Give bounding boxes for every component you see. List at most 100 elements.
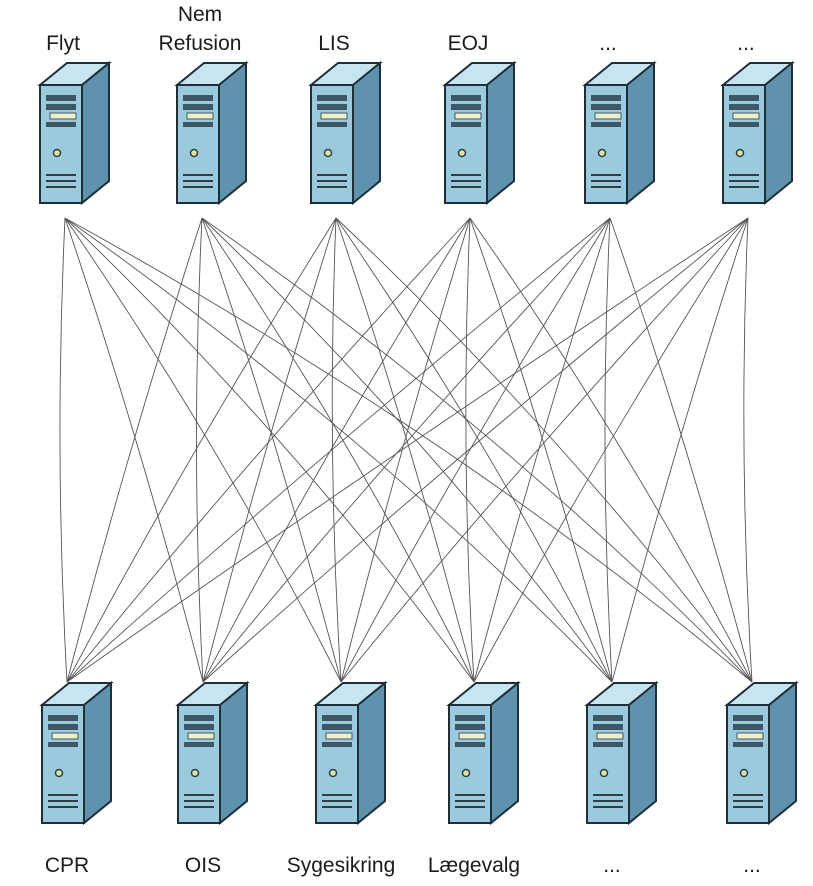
drive-bay bbox=[733, 724, 763, 730]
bottom-server-6 bbox=[724, 680, 799, 826]
connection-top4-bottom6 bbox=[469, 217, 753, 683]
power-led-icon bbox=[457, 148, 467, 158]
power-led-icon bbox=[599, 768, 609, 778]
top-server-3 bbox=[308, 60, 383, 206]
label-line: Sygesikring bbox=[287, 854, 396, 877]
label-line: OIS bbox=[185, 854, 221, 877]
server-side-face bbox=[490, 680, 519, 826]
drive-bay bbox=[317, 95, 347, 101]
power-led-icon bbox=[739, 768, 749, 778]
connection-top5-bottom3 bbox=[340, 217, 611, 683]
server-side-face bbox=[352, 60, 381, 206]
server-side-face bbox=[81, 60, 110, 206]
drive-bay-light bbox=[187, 732, 215, 740]
drive-bay bbox=[729, 122, 759, 127]
top-server-5 bbox=[582, 60, 657, 206]
server-front-face bbox=[310, 84, 354, 204]
power-led-icon bbox=[328, 768, 338, 778]
server-front-face bbox=[448, 704, 492, 824]
connection-top3-bottom6 bbox=[335, 217, 753, 683]
drive-bay bbox=[591, 95, 621, 101]
bottom-server-1 bbox=[39, 680, 114, 826]
drive-bay-light bbox=[732, 112, 760, 120]
drive-bay-light bbox=[49, 112, 77, 120]
connection-top2-bottom1 bbox=[66, 217, 203, 683]
drive-bay bbox=[317, 122, 347, 127]
server-side-face bbox=[628, 680, 657, 826]
power-led-icon bbox=[323, 148, 333, 158]
label-line: ... bbox=[599, 32, 617, 55]
label-line: Flyt bbox=[46, 32, 80, 55]
label-line: EOJ bbox=[448, 32, 489, 55]
bottom-server-5 bbox=[584, 680, 659, 826]
drive-bay-light bbox=[454, 112, 482, 120]
drive-bay bbox=[591, 122, 621, 127]
bottom-server-2 bbox=[175, 680, 250, 826]
label-line: Refusion bbox=[159, 32, 242, 55]
drive-bay bbox=[46, 104, 76, 110]
drive-bay bbox=[591, 104, 621, 110]
drive-bay bbox=[733, 715, 763, 721]
drive-bay bbox=[593, 715, 623, 721]
connection-top1-bottom6 bbox=[64, 217, 753, 683]
drive-bay bbox=[729, 104, 759, 110]
drive-bay bbox=[183, 95, 213, 101]
connection-top1-bottom5 bbox=[64, 217, 613, 683]
connection-top3-bottom2 bbox=[202, 217, 337, 683]
server-side-face bbox=[218, 60, 247, 206]
connection-top6-bottom5 bbox=[611, 217, 749, 683]
drive-bay bbox=[322, 724, 352, 730]
top-server-4 bbox=[442, 60, 517, 206]
connection-top3-bottom5 bbox=[335, 217, 613, 683]
drive-bay bbox=[46, 122, 76, 127]
label-line: ... bbox=[737, 32, 755, 55]
connection-top4-bottom4 bbox=[465, 217, 475, 683]
drive-bay bbox=[183, 122, 213, 127]
drive-bay bbox=[322, 742, 352, 747]
server-front-face bbox=[444, 84, 488, 204]
top-server-1 bbox=[37, 60, 112, 206]
top-server-label-5: ... bbox=[599, 32, 617, 55]
power-led-icon bbox=[54, 768, 64, 778]
server-front-face bbox=[584, 84, 628, 204]
top-server-2 bbox=[174, 60, 249, 206]
bottom-server-label-3: Sygesikring bbox=[287, 854, 396, 877]
drive-bay-light bbox=[186, 112, 214, 120]
server-side-face bbox=[83, 680, 112, 826]
drive-bay bbox=[729, 95, 759, 101]
connection-top1-bottom1 bbox=[59, 217, 68, 683]
connection-top5-bottom6 bbox=[609, 217, 753, 683]
top-server-6 bbox=[720, 60, 795, 206]
drive-bay bbox=[317, 104, 347, 110]
connection-top6-bottom3 bbox=[340, 217, 749, 683]
drive-bay bbox=[451, 95, 481, 101]
connection-top1-bottom3 bbox=[64, 217, 342, 683]
bottom-server-label-4: Lægevalg bbox=[428, 854, 520, 877]
server-front-face bbox=[41, 704, 85, 824]
drive-bay bbox=[48, 724, 78, 730]
connection-top5-bottom5 bbox=[604, 217, 613, 683]
connection-top3-bottom4 bbox=[335, 217, 475, 683]
power-led-icon bbox=[461, 768, 471, 778]
connection-top2-bottom6 bbox=[201, 217, 753, 683]
server-front-face bbox=[315, 704, 359, 824]
bottom-server-label-2: OIS bbox=[185, 854, 221, 877]
server-side-face bbox=[219, 680, 248, 826]
connection-top5-bottom1 bbox=[66, 217, 611, 683]
server-front-face bbox=[586, 704, 630, 824]
connection-top4-bottom1 bbox=[66, 217, 471, 683]
drive-bay bbox=[183, 104, 213, 110]
bottom-server-label-6: ... bbox=[743, 854, 761, 877]
server-front-face bbox=[176, 84, 220, 204]
top-server-label-6: ... bbox=[737, 32, 755, 55]
power-led-icon bbox=[735, 148, 745, 158]
connection-top4-bottom5 bbox=[469, 217, 613, 683]
label-line: ... bbox=[743, 854, 761, 877]
connection-top6-bottom6 bbox=[743, 217, 753, 683]
connection-top4-bottom3 bbox=[340, 217, 471, 683]
server-side-face bbox=[768, 680, 797, 826]
